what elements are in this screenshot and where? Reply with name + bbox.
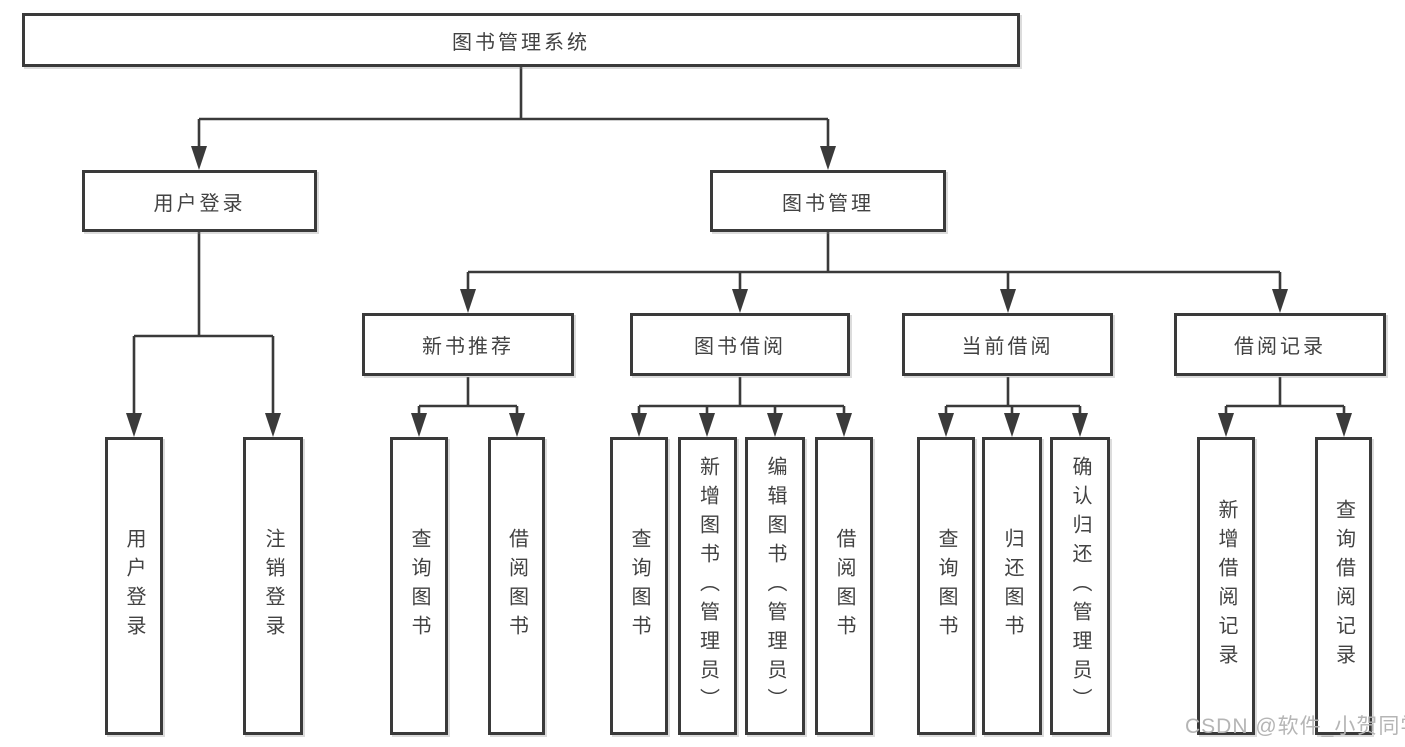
leaf-label: 确认归还（管理员） [1069, 455, 1091, 717]
leaf-add-borrow-record: 新增借阅记录 [1197, 437, 1255, 735]
csdn-watermark: CSDN @软件_小贺同学 [1185, 715, 1405, 738]
node-current-borrow: 当前借阅 [902, 313, 1113, 376]
leaf-label: 查询图书 [408, 528, 430, 644]
leaf-label: 编辑图书（管理员） [764, 455, 786, 717]
node-user-login: 用户登录 [82, 170, 317, 232]
leaf-add-book-admin: 新增图书（管理员） [678, 437, 737, 735]
leaf-label: 新增借阅记录 [1215, 499, 1237, 673]
leaf-logout: 注销登录 [243, 437, 303, 735]
leaf-query-borrow-record: 查询借阅记录 [1315, 437, 1372, 735]
leaf-borrow-books-borrow: 借阅图书 [815, 437, 873, 735]
node-root: 图书管理系统 [22, 13, 1020, 67]
leaf-label: 归还图书 [1001, 528, 1023, 644]
node-book-management: 图书管理 [710, 170, 946, 232]
node-new-book-recommend: 新书推荐 [362, 313, 574, 376]
leaf-confirm-return-admin: 确认归还（管理员） [1050, 437, 1110, 735]
leaf-label: 借阅图书 [505, 528, 528, 644]
leaf-borrow-books-recommend: 借阅图书 [488, 437, 545, 735]
leaf-label: 查询图书 [935, 528, 957, 644]
leaf-edit-book-admin: 编辑图书（管理员） [745, 437, 805, 735]
leaf-label: 查询借阅记录 [1332, 499, 1355, 673]
node-book-borrow: 图书借阅 [630, 313, 850, 376]
leaf-user-login: 用户登录 [105, 437, 163, 735]
node-borrow-records: 借阅记录 [1174, 313, 1386, 376]
leaf-return-book: 归还图书 [982, 437, 1042, 735]
leaf-query-books-current: 查询图书 [917, 437, 975, 735]
leaf-label: 查询图书 [628, 528, 650, 644]
leaf-query-books-borrow: 查询图书 [610, 437, 668, 735]
arrowheads [126, 146, 1352, 437]
leaf-label: 新增图书（管理员） [696, 455, 719, 717]
leaf-label: 注销登录 [262, 528, 284, 644]
leaf-query-books-recommend: 查询图书 [390, 437, 448, 735]
leaf-label: 用户登录 [123, 528, 145, 644]
leaf-label: 借阅图书 [833, 528, 855, 644]
